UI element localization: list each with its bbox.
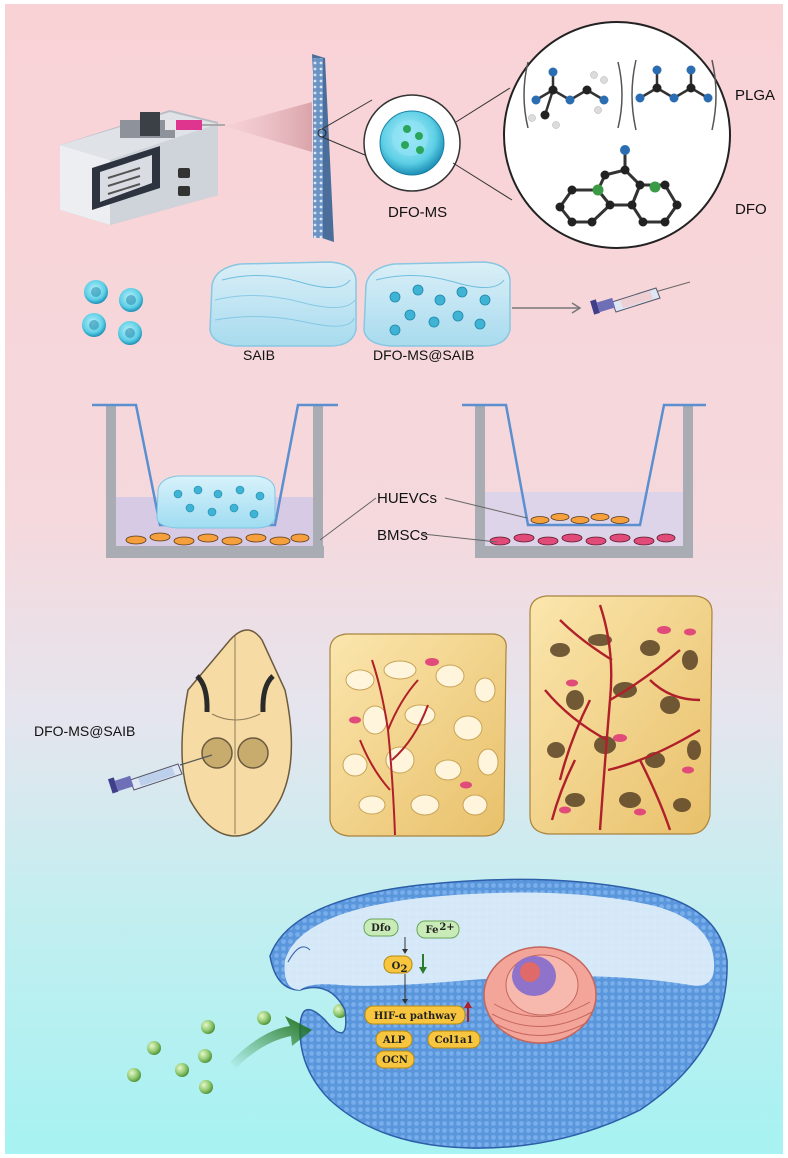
zoom-line <box>321 99 373 130</box>
alp-pill <box>375 1030 413 1049</box>
saib-label: SAIB <box>243 347 275 363</box>
dfo-pill-text: Dfo <box>371 923 391 934</box>
o2-pill-text: O <box>392 961 401 972</box>
huevcs-label: HUEVCs <box>377 490 437 507</box>
alp-pill-text: ALP <box>382 1035 406 1046</box>
label-pointer <box>422 533 498 543</box>
ocn-pill <box>375 1050 415 1069</box>
label-pointer <box>444 497 528 519</box>
zoom-line <box>455 87 511 123</box>
bone-block-control <box>329 633 507 837</box>
col1a1-pill <box>427 1030 481 1049</box>
molecule-zoom <box>503 21 731 249</box>
fe-pill-text: Fe <box>426 925 439 936</box>
label-pointer <box>319 497 377 541</box>
saib-gel <box>209 261 357 347</box>
transwell-right <box>462 403 706 558</box>
hif-pill-text: HIF-α pathway <box>374 1011 458 1022</box>
uptake-arrow <box>230 1016 312 1068</box>
fe-charge-text: 2+ <box>439 922 454 933</box>
bone-block-treated <box>529 595 713 835</box>
o2-sub-text: 2 <box>401 964 408 975</box>
ocn-pill-text: OCN <box>382 1055 408 1066</box>
bmscs-label: BMSCs <box>377 527 428 544</box>
col1a1-pill-text: Col1a1 <box>435 1035 474 1046</box>
injection-label: DFO-MS@SAIB <box>34 723 135 739</box>
dfo-ms-saib-label: DFO-MS@SAIB <box>373 347 474 363</box>
fe-pill <box>416 920 460 939</box>
spray-cone <box>224 102 312 152</box>
o2-pill <box>383 955 413 974</box>
syringe-pump-device <box>60 110 225 225</box>
plga-label: PLGA <box>735 87 775 104</box>
dfo-ms-saib-gel <box>363 261 511 347</box>
transwell-left <box>92 403 338 558</box>
syringe-icon <box>590 281 691 315</box>
injection-syringe-icon <box>107 754 213 794</box>
pathway-diagram: Dfo Fe 2+ O 2 HIF-α pathway ALP Col1a1 O… <box>363 918 481 1069</box>
zoom-line <box>321 136 373 159</box>
dfo-label: DFO <box>735 201 767 218</box>
skull <box>181 629 293 837</box>
dfo-ms-label: DFO-MS <box>388 204 447 221</box>
nucleus-organelle <box>483 946 597 1044</box>
hif-pill <box>364 1005 466 1025</box>
microsphere-zoom <box>363 94 461 192</box>
dfo-pill <box>363 918 399 937</box>
zoom-line <box>452 162 513 201</box>
free-microspheres <box>82 280 143 345</box>
